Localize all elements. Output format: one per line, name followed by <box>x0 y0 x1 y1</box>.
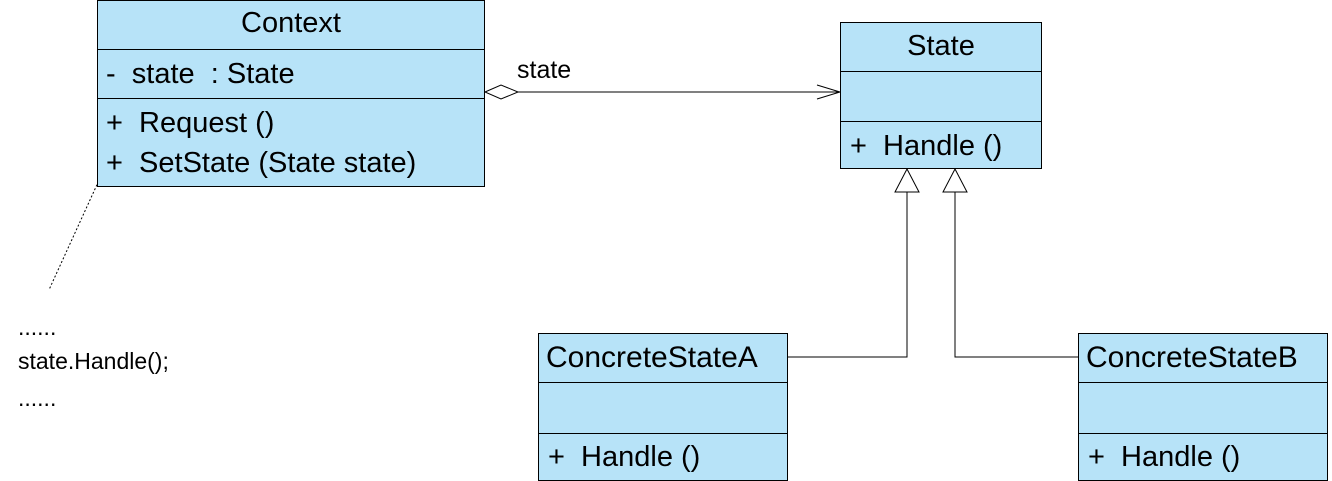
class-concrete-state-a-operations: + Handle () <box>539 433 787 480</box>
note-line: ...... <box>18 314 57 340</box>
class-context-attribute: - state : State <box>106 58 295 90</box>
class-concrete-state-a-name: ConcreteStateA <box>546 341 758 374</box>
class-context[interactable]: Context - state : State + Request () + S… <box>97 0 485 187</box>
association-label: state <box>517 56 572 84</box>
note-line: state.Handle(); <box>18 348 169 374</box>
generalization-arrow-b <box>942 167 968 193</box>
class-state[interactable]: State + Handle () <box>840 22 1042 169</box>
note-line: ...... <box>18 385 57 411</box>
class-state-attributes <box>841 71 1041 121</box>
generalization-line-a <box>787 192 908 358</box>
generalization-arrow-a <box>894 167 920 193</box>
class-context-operation: + Request () <box>106 107 275 139</box>
class-state-operations: + Handle () <box>841 121 1041 168</box>
aggregation-diamond <box>483 84 520 100</box>
class-state-operation: + Handle () <box>850 130 1003 162</box>
class-concrete-state-b[interactable]: ConcreteStateB + Handle () <box>1078 333 1328 481</box>
class-context-attributes: - state : State <box>98 49 484 98</box>
class-concrete-state-a-operation: + Handle () <box>548 441 701 473</box>
class-context-operations: + Request () + SetState (State state) <box>98 98 484 186</box>
class-concrete-state-b-attributes <box>1079 382 1327 433</box>
class-context-operation: + SetState (State state) <box>106 147 417 179</box>
generalization-line-b <box>954 192 1078 358</box>
code-note[interactable]: ...... state.Handle(); ...... <box>0 290 243 433</box>
class-concrete-state-b-operations: + Handle () <box>1079 433 1327 480</box>
class-state-name: State <box>907 30 975 62</box>
class-concrete-state-b-operation: + Handle () <box>1088 441 1241 473</box>
class-context-name: Context <box>241 7 341 39</box>
class-concrete-state-a-attributes <box>539 382 787 433</box>
class-concrete-state-b-name: ConcreteStateB <box>1086 341 1298 374</box>
class-concrete-state-a[interactable]: ConcreteStateA + Handle () <box>538 333 788 481</box>
